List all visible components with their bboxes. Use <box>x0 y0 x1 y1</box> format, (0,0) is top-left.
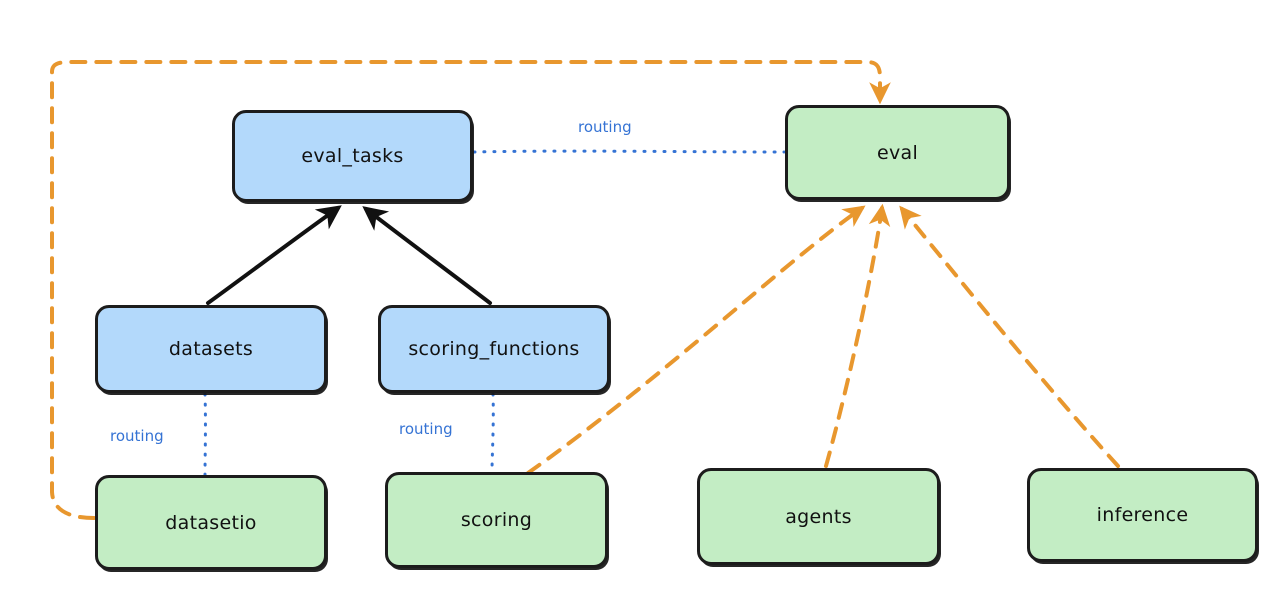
node-inference[interactable]: inference <box>1027 468 1258 562</box>
node-label-eval: eval <box>876 141 919 164</box>
node-label-datasets: datasets <box>168 338 254 360</box>
edge-datasets-to-eval-tasks <box>206 205 342 305</box>
node-label-inference: inference <box>1096 504 1189 526</box>
edge-label-routing-scoring-functions-scoring: routing <box>399 420 453 438</box>
edge-scoring-functions-to-scoring <box>490 392 495 475</box>
node-agents[interactable]: agents <box>697 468 940 565</box>
node-label-scoring: scoring <box>460 509 533 531</box>
edge-label-routing-eval-tasks-eval: routing <box>578 118 632 136</box>
node-datasets[interactable]: datasets <box>95 305 327 393</box>
edge-agents-to-eval <box>824 203 891 468</box>
node-scoring-functions[interactable]: scoring_functions <box>378 305 610 393</box>
node-eval[interactable]: eval <box>785 105 1010 200</box>
edge-scoring-functions-to-eval-tasks <box>362 206 492 305</box>
node-label-eval-tasks: eval_tasks <box>301 145 404 167</box>
node-eval-tasks[interactable]: eval_tasks <box>232 110 473 202</box>
node-label-scoring-functions: scoring_functions <box>408 338 580 360</box>
node-scoring[interactable]: scoring <box>385 472 608 568</box>
edge-inference-to-eval <box>899 205 1120 468</box>
node-label-agents: agents <box>785 505 852 528</box>
edge-eval-tasks-to-eval <box>472 149 786 154</box>
node-label-datasetio: datasetio <box>165 511 257 534</box>
node-datasetio[interactable]: datasetio <box>95 475 327 570</box>
edge-label-routing-datasets-datasetio: routing <box>110 427 164 445</box>
